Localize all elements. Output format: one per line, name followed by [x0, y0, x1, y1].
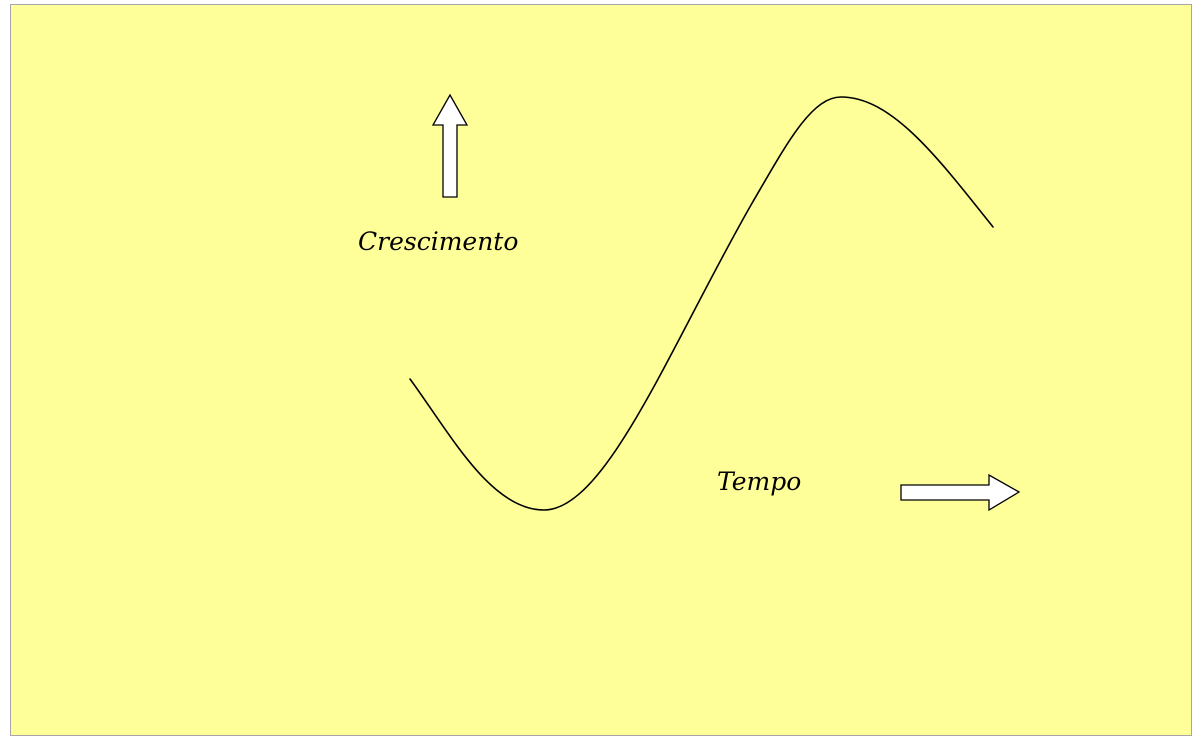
arrow-up-icon	[431, 93, 469, 198]
time-label: Tempo	[717, 467, 802, 496]
growth-curve	[409, 96, 994, 511]
growth-label: Crescimento	[358, 227, 519, 256]
arrow-right-icon	[900, 473, 1021, 512]
diagram-canvas: Crescimento Tempo	[10, 4, 1192, 736]
background	[11, 5, 1191, 735]
diagram-svg	[11, 5, 1191, 735]
